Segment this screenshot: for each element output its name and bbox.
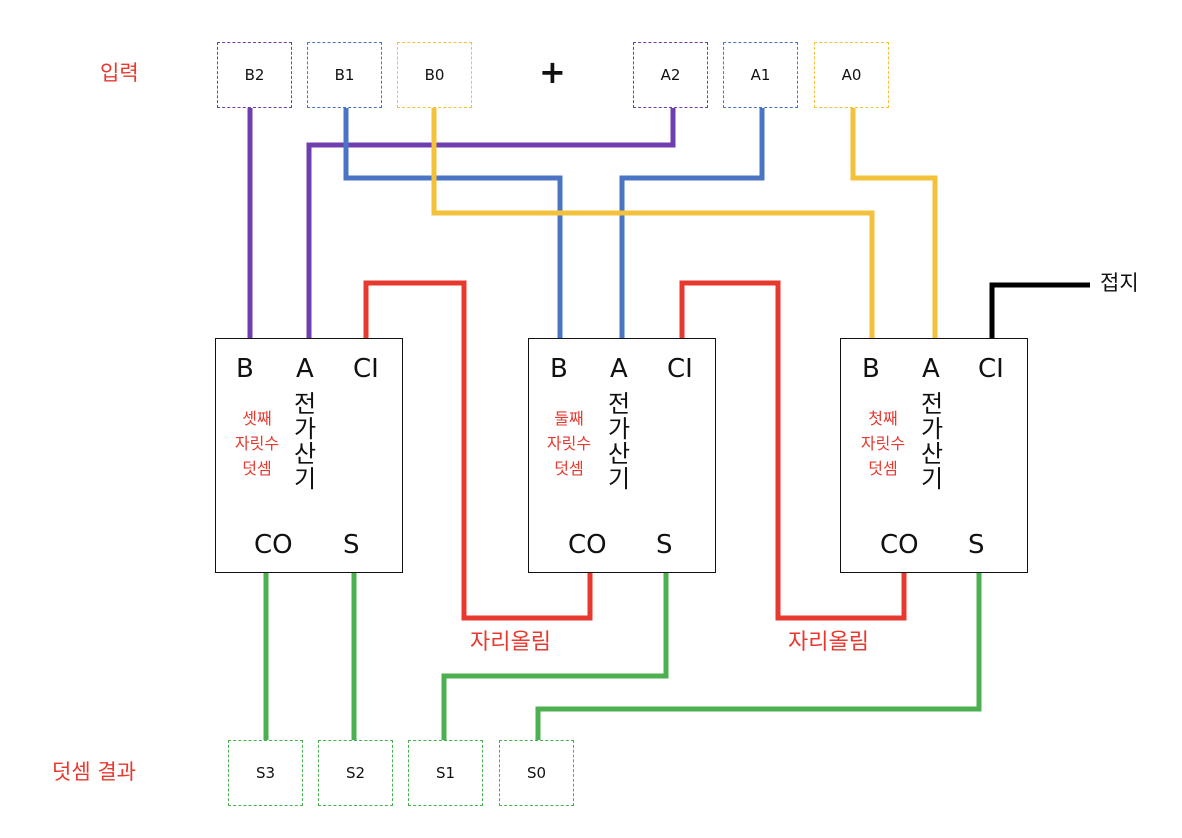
wire-carry-2 — [679, 280, 907, 621]
input-b0-label: B0 — [424, 66, 445, 84]
adder1-pin-ci: CI — [978, 354, 1004, 384]
wire-b0 — [431, 108, 875, 340]
adder2-pin-s: S — [656, 530, 673, 560]
input-b2-box: B2 — [217, 42, 292, 108]
input-b0-box: B0 — [397, 42, 472, 108]
carry-label-1: 자리올림 — [470, 630, 551, 655]
adder1-pin-a: A — [922, 354, 940, 384]
adder3-pin-b: B — [236, 354, 254, 384]
input-a0-label: A0 — [841, 66, 862, 84]
wire-s0 — [535, 573, 982, 740]
input-a1-label: A1 — [750, 66, 771, 84]
full-adder-third-digit — [215, 338, 403, 573]
adder3-pin-s: S — [343, 530, 360, 560]
adder1-pin-co: CO — [880, 530, 919, 560]
wire-a2 — [306, 108, 676, 340]
output-s0-box: S0 — [499, 740, 574, 806]
adder3-pin-ci: CI — [353, 354, 379, 384]
ground-label: 접지 — [1100, 271, 1139, 295]
input-b1-label: B1 — [334, 66, 355, 84]
output-s2-box: S2 — [318, 740, 393, 806]
adder2-pin-co: CO — [568, 530, 607, 560]
input-b1-box: B1 — [307, 42, 382, 108]
adder3-pin-a: A — [296, 354, 314, 384]
output-s1-box: S1 — [408, 740, 483, 806]
adder2-description: 둘째 자릿수 덧셈 — [546, 409, 592, 478]
adder2-pin-a: A — [610, 354, 628, 384]
full-adder-second-digit — [528, 338, 716, 573]
output-s3-label: S3 — [255, 764, 276, 782]
adder3-pin-co: CO — [254, 530, 293, 560]
adder1-pin-s: S — [968, 530, 985, 560]
adder1-pin-b: B — [862, 354, 880, 384]
carry-label-2: 자리올림 — [788, 630, 869, 655]
adder1-description: 첫째 자릿수 덧셈 — [860, 409, 906, 478]
input-a1-box: A1 — [723, 42, 798, 108]
adder2-pin-ci: CI — [667, 354, 693, 384]
output-s2-label: S2 — [345, 764, 366, 782]
input-a2-label: A2 — [660, 66, 681, 84]
input-label: 입력 — [100, 61, 139, 85]
input-a0-box: A0 — [814, 42, 889, 108]
output-s3-box: S3 — [228, 740, 303, 806]
wire-a1 — [619, 108, 765, 340]
output-s0-label: S0 — [526, 764, 547, 782]
adder2-pin-b: B — [550, 354, 568, 384]
sum-result-label: 덧셈 결과 — [52, 760, 136, 784]
input-b2-label: B2 — [244, 66, 265, 84]
wire-ground — [989, 282, 1090, 340]
wire-a0 — [850, 108, 938, 340]
adder3-description: 셋째 자릿수 덧셈 — [234, 409, 280, 478]
wire-b1 — [343, 108, 563, 340]
input-a2-box: A2 — [633, 42, 708, 108]
wire-s1 — [441, 573, 669, 740]
wire-carry-1 — [363, 280, 593, 621]
full-adder-first-digit — [840, 338, 1028, 573]
plus-sign: + — [539, 53, 566, 91]
output-s1-label: S1 — [435, 764, 456, 782]
